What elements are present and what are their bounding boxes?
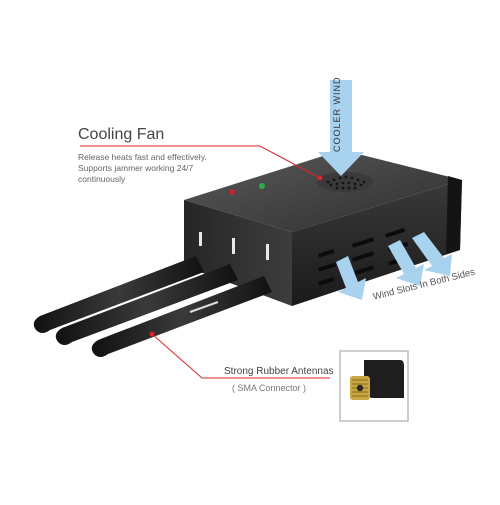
sma-connector-inset <box>339 350 409 422</box>
device-top-face <box>184 150 462 232</box>
device-right-face <box>292 180 462 306</box>
green-led-icon <box>259 183 265 189</box>
cooling-fan-line: Supports jammer working 24/7 <box>78 163 194 173</box>
antennas-subtitle: ( SMA Connector ) <box>232 383 307 393</box>
wind-slot-arrows-icon <box>336 232 452 300</box>
fan-grill <box>317 172 373 192</box>
cooling-fan-description: Release heats fast and effectively. Supp… <box>78 152 248 185</box>
red-led-icon <box>229 189 235 195</box>
antenna-leader <box>151 333 330 379</box>
antennas-title: Strong Rubber Antennas <box>224 366 334 377</box>
cooler-wind-label: COOLER WIND <box>332 76 342 152</box>
cooling-fan-line: continuously <box>78 174 126 184</box>
cooling-fan-leader <box>80 145 321 179</box>
antennas <box>33 256 272 357</box>
cooler-wind-arrow-icon <box>318 80 364 176</box>
cooling-fan-line: Release heats fast and effectively. <box>78 152 207 162</box>
cooling-fan-title: Cooling Fan <box>78 126 165 143</box>
